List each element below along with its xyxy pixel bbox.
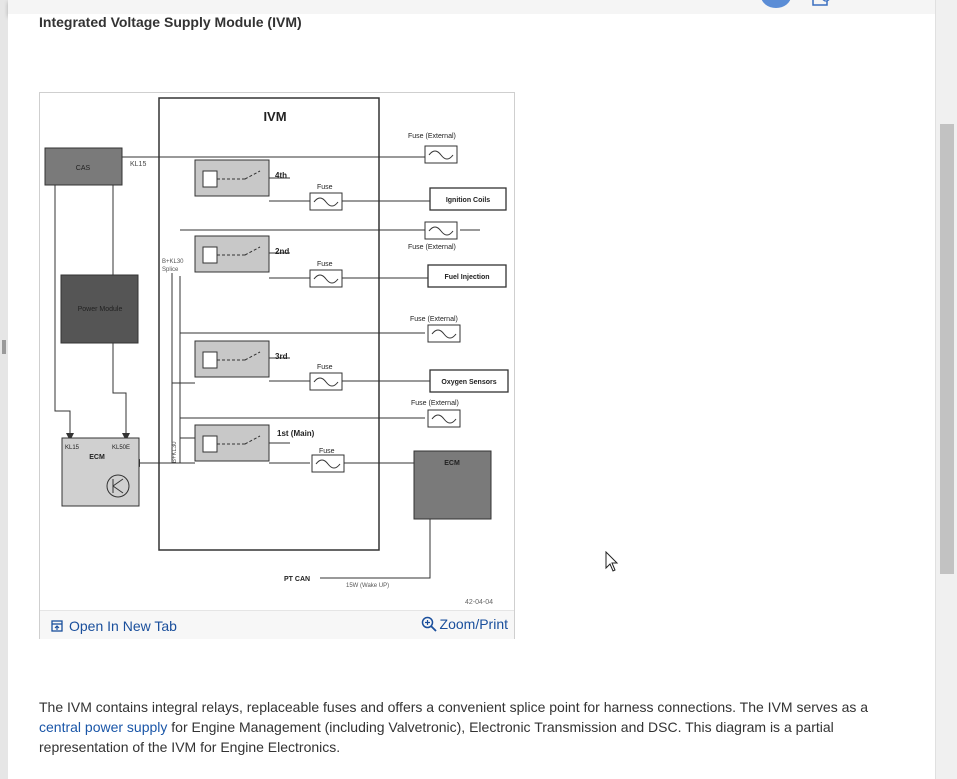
fuse-external-label-1: Fuse (External) bbox=[408, 133, 456, 140]
main-content: Integrated Voltage Supply Module (IVM) bbox=[8, 14, 935, 779]
ecm-bkl30-label: B+KL30 bbox=[172, 441, 178, 463]
page-title: Integrated Voltage Supply Module (IVM) bbox=[39, 14, 302, 30]
figure-number: 42-04-04 bbox=[465, 599, 493, 606]
fuse-label-1: Fuse bbox=[317, 184, 333, 191]
power-module bbox=[60, 274, 139, 344]
fuse-label-2: Fuse bbox=[317, 261, 333, 268]
fuse-label-3: Fuse bbox=[317, 364, 333, 371]
description-paragraph: The IVM contains integral relays, replac… bbox=[39, 697, 899, 757]
pt-can-label: PT CAN bbox=[284, 576, 310, 583]
kl15-wire-label: KL15 bbox=[130, 161, 146, 168]
figure-toolbar: Open In New Tab Zoom/Print bbox=[40, 610, 514, 639]
splice-label-2: Splice bbox=[162, 267, 179, 273]
top-toolbar bbox=[8, 0, 935, 15]
relay-4th-label: 4th bbox=[275, 171, 287, 180]
left-window-edge bbox=[0, 0, 8, 779]
ignition-coils-box bbox=[429, 187, 507, 211]
zoom-magnifier-icon bbox=[421, 616, 437, 632]
ivm-title: IVM bbox=[263, 109, 286, 124]
open-in-new-tab-link[interactable]: Open In New Tab bbox=[51, 618, 177, 634]
fuse-external-label-3: Fuse (External) bbox=[410, 316, 458, 323]
nav-arrows-icon[interactable] bbox=[668, 0, 758, 6]
cas-label: CAS bbox=[76, 165, 91, 172]
document-add-icon[interactable] bbox=[812, 0, 832, 6]
ecm-kl15-label: KL15 bbox=[65, 445, 80, 451]
splice-label-1: B+KL30 bbox=[162, 259, 184, 265]
oxygen-sensors-label: Oxygen Sensors bbox=[441, 379, 496, 386]
power-module-label: Power Module bbox=[78, 306, 123, 313]
fuse-external-label-2: Fuse (External) bbox=[408, 244, 456, 251]
relay-1st-label: 1st (Main) bbox=[277, 429, 315, 438]
ecm-left-label: ECM bbox=[89, 454, 105, 461]
central-power-supply-link[interactable]: central power supply bbox=[39, 719, 168, 735]
ecm-left-module bbox=[61, 437, 140, 507]
cas-module bbox=[44, 147, 123, 186]
ignition-coils-label: Ignition Coils bbox=[446, 197, 490, 204]
fuse-label-4: Fuse bbox=[319, 448, 335, 455]
description-text-before: The IVM contains integral relays, replac… bbox=[39, 699, 869, 715]
relay-2nd-label: 2nd bbox=[275, 247, 289, 256]
vertical-scrollbar[interactable] bbox=[935, 0, 957, 779]
fuel-injection-box bbox=[427, 264, 507, 288]
open-in-new-tab-icon bbox=[51, 620, 63, 632]
zoom-print-link[interactable]: Zoom/Print bbox=[421, 616, 508, 632]
zoom-print-label: Zoom/Print bbox=[439, 616, 508, 632]
ecm-right-module bbox=[413, 450, 492, 520]
edge-tick bbox=[2, 340, 6, 354]
ivm-box bbox=[158, 97, 380, 551]
scrollbar-thumb[interactable] bbox=[940, 124, 954, 574]
fuel-injection-label: Fuel Injection bbox=[444, 274, 489, 281]
fuse-external-label-4: Fuse (External) bbox=[411, 400, 459, 407]
wake-up-label: 15W (Wake UP) bbox=[346, 583, 389, 589]
open-in-new-tab-label: Open In New Tab bbox=[69, 618, 177, 634]
mouse-pointer-icon bbox=[605, 551, 619, 572]
ecm-right-label: ECM bbox=[444, 460, 460, 467]
transistor-icon bbox=[106, 474, 130, 498]
ecm-kl50e-label: KL50E bbox=[112, 445, 130, 451]
relay-3rd-label: 3rd bbox=[275, 352, 288, 361]
description-text-after: for Engine Management (including Valvetr… bbox=[39, 719, 834, 755]
oxygen-sensors-box bbox=[429, 369, 509, 393]
ivm-wiring-diagram: CAS KL15 Power Module B+KL30 Splice B+KL… bbox=[44, 97, 509, 606]
figure-card: CAS KL15 Power Module B+KL30 Splice B+KL… bbox=[39, 92, 515, 639]
avatar[interactable] bbox=[761, 0, 791, 8]
